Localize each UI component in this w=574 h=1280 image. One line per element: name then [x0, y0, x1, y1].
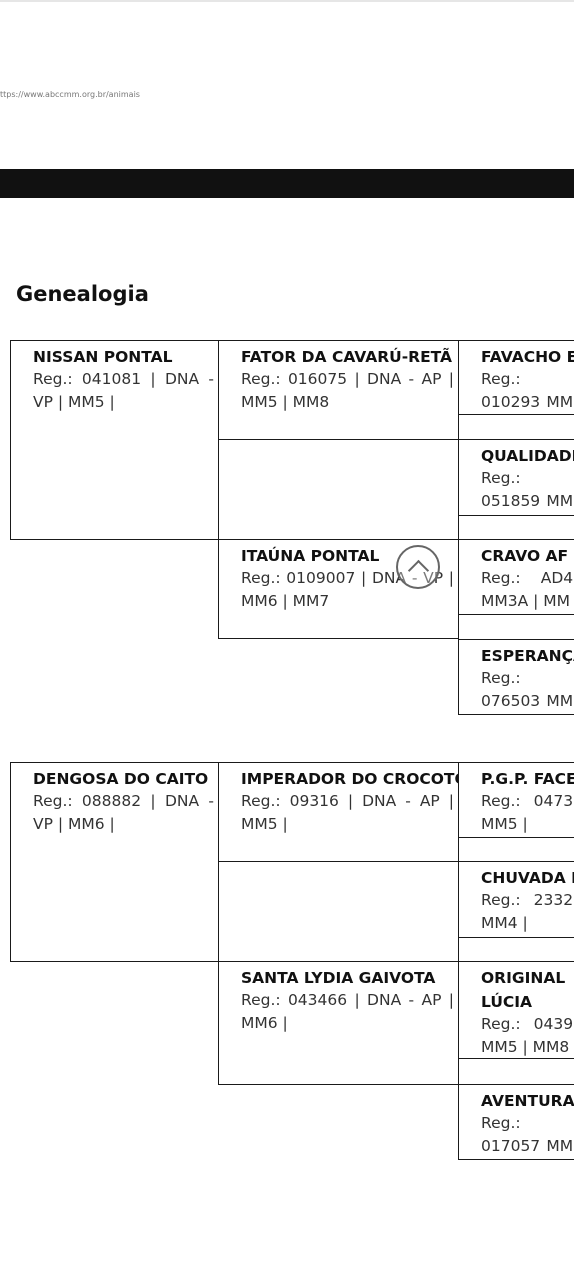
animal-info: Reg.: 088882 | DNA - VP | MM6 | — [33, 792, 214, 833]
animal-card-sire-dam[interactable]: QUALIDADE Reg.: 051859 MM6 | — [458, 439, 574, 516]
animal-info: Reg.: 051859 MM6 | — [481, 469, 574, 510]
animal-info: Reg.: 016075 | DNA - AP | MM5 | MM8 — [241, 370, 454, 411]
animal-info: Reg.: 041081 | DNA - VP | MM5 | — [33, 370, 214, 411]
animal-name: CRAVO AF — [481, 547, 569, 565]
page-url[interactable]: ttps://www.abccmm.org.br/animais — [0, 90, 140, 99]
animal-name: ORIGINAL LÚCIA — [481, 969, 566, 1011]
animal-card-empty — [458, 1058, 574, 1085]
animal-name: SANTA LYDIA GAIVOTA — [241, 969, 436, 987]
animal-card-empty — [218, 861, 459, 962]
site-header-bar — [0, 169, 574, 198]
animal-card-subject[interactable]: DENGOSA DO CAITO Reg.: 088882 | DNA - VP… — [10, 762, 219, 962]
browser-top-border — [0, 0, 574, 2]
animal-name: ITAÚNA PONTAL — [241, 547, 380, 565]
animal-card-sire-dam[interactable]: CHUVADA D Reg.: 23323 MM4 | — [458, 861, 574, 938]
animal-card-sire[interactable]: FATOR DA CAVARÚ-RETÃ Reg.: 016075 | DNA … — [218, 340, 459, 440]
animal-card-empty — [458, 837, 574, 862]
animal-info: Reg.: 04390 MM5 | MM8 — [481, 1015, 574, 1056]
animal-info: Reg.: AD46 MM3A | MM — [481, 569, 574, 610]
animal-card-dam-dam[interactable]: AVENTURA Reg.: 017057 MM6 | — [458, 1084, 574, 1160]
animal-name: ESPERANÇA — [481, 647, 574, 665]
animal-info: Reg.: 017057 MM6 | — [481, 1114, 574, 1155]
animal-info: Reg.: 043466 | DNA - AP | MM6 | — [241, 991, 454, 1032]
section-title: Genealogia — [16, 282, 149, 306]
animal-name: P.G.P. FACE — [481, 770, 574, 788]
animal-name: DENGOSA DO CAITO — [33, 770, 209, 788]
animal-card-sire[interactable]: IMPERADOR DO CROCOTÓ Reg.: 09316 | DNA -… — [218, 762, 459, 862]
animal-name: CHUVADA D — [481, 869, 574, 887]
animal-info: Reg.: 076503 MM6 | — [481, 669, 574, 710]
animal-name: FATOR DA CAVARÚ-RETÃ — [241, 348, 453, 366]
animal-card-sire-sire[interactable]: FAVACHO E Reg.: 010293 MM5 | MM8 — [458, 340, 574, 415]
animal-name: AVENTURA — [481, 1092, 574, 1110]
animal-card-empty — [458, 614, 574, 640]
animal-card-subject[interactable]: NISSAN PONTAL Reg.: 041081 | DNA - VP | … — [10, 340, 219, 540]
animal-info: Reg.: 010293 MM5 | MM8 — [481, 370, 574, 411]
animal-card-dam[interactable]: SANTA LYDIA GAIVOTA Reg.: 043466 | DNA -… — [218, 961, 459, 1085]
animal-name: IMPERADOR DO CROCOTÓ — [241, 770, 459, 788]
animal-card-empty — [218, 439, 459, 540]
animal-name: FAVACHO E — [481, 348, 574, 366]
scroll-to-top-button[interactable] — [396, 545, 440, 589]
animal-card-empty — [458, 414, 574, 440]
animal-card-dam-sire[interactable]: CRAVO AF Reg.: AD46 MM3A | MM — [458, 539, 574, 615]
animal-card-dam-dam[interactable]: ESPERANÇA Reg.: 076503 MM6 | — [458, 639, 574, 715]
animal-name: QUALIDADE — [481, 447, 574, 465]
animal-info: Reg.: 23323 MM4 | — [481, 891, 574, 932]
animal-info: Reg.: 04736 MM5 | — [481, 792, 574, 833]
animal-info: Reg.: 09316 | DNA - AP | MM5 | — [241, 792, 454, 833]
animal-card-dam-sire[interactable]: ORIGINAL LÚCIA Reg.: 04390 MM5 | MM8 — [458, 961, 574, 1059]
animal-card-sire-sire[interactable]: P.G.P. FACE Reg.: 04736 MM5 | — [458, 762, 574, 838]
animal-name: NISSAN PONTAL — [33, 348, 173, 366]
chevron-up-icon — [407, 559, 429, 582]
